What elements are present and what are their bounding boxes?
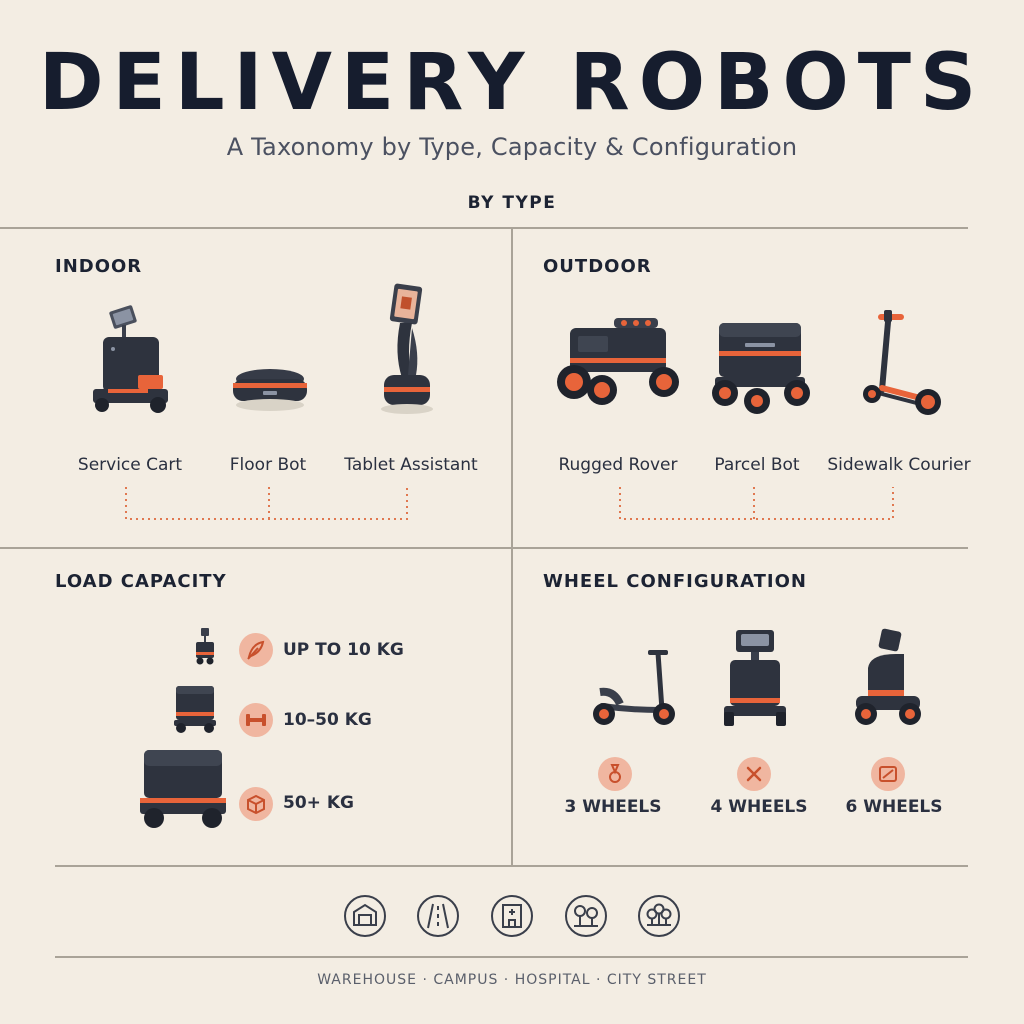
hospital-icon [491,895,533,937]
divider-vertical [511,227,513,865]
capacity-label-small: UP TO 10 KG [283,640,404,660]
city-trees-icon [638,895,680,937]
robot-label-parcel-bot: Parcel Bot [714,455,800,475]
wheel-configuration-title: WHEEL CONFIGURATION [543,571,807,592]
three-wheel-icon [598,757,632,791]
environments-footer: WAREHOUSE · CAMPUS · HOSPITAL · CITY STR… [317,972,707,988]
divider-bottom [55,865,968,867]
wheel-label-six: 6 WHEELS [845,797,943,817]
page-subtitle: A Taxonomy by Type, Capacity & Configura… [226,133,798,161]
robot-label-floor-bot: Floor Bot [229,455,307,475]
large-robot-icon [140,750,226,828]
capacity-label-large: 50+ KG [283,793,354,813]
four-wheel-robot-icon [724,630,786,726]
by-type-heading: BY TYPE [467,193,557,213]
robot-label-sidewalk-courier: Sidewalk Courier [827,455,971,475]
feather-icon [239,633,273,667]
robot-label-rugged-rover: Rugged Rover [558,455,678,475]
parcel-bot-robot-icon [712,323,810,414]
road-icon [417,895,459,937]
medium-robot-icon [174,686,216,733]
divider-footer [55,956,968,958]
tablet-assistant-robot-icon [381,283,433,414]
box-icon [239,787,273,821]
wheel-label-four: 4 WHEELS [710,797,808,817]
campus-trees-icon [565,895,607,937]
outdoor-connector-dotted [619,487,894,520]
outdoor-title: OUTDOOR [543,256,652,277]
six-wheel-robot-icon [855,628,921,725]
sidewalk-courier-robot-icon [863,310,941,415]
robot-label-service-cart: Service Cart [77,455,183,475]
six-wheel-icon [871,757,905,791]
dumbbell-icon [239,703,273,737]
rugged-rover-robot-icon [557,318,679,405]
capacity-label-medium: 10–50 KG [283,710,372,730]
three-wheel-scooter-robot-icon [593,650,675,725]
divider-top [0,227,968,229]
indoor-connector-dotted [125,487,408,520]
load-capacity-title: LOAD CAPACITY [55,571,227,592]
warehouse-icon [344,895,386,937]
divider-middle [0,547,968,549]
small-robot-icon [196,628,214,665]
floor-bot-robot-icon [233,369,307,411]
indoor-title: INDOOR [55,256,143,277]
four-wheel-icon [737,757,771,791]
wheel-label-three: 3 WHEELS [564,797,662,817]
robot-label-tablet-assistant: Tablet Assistant [344,455,478,475]
service-cart-robot-icon [93,305,168,413]
page-title: DELIVERY ROBOTS [38,38,986,128]
